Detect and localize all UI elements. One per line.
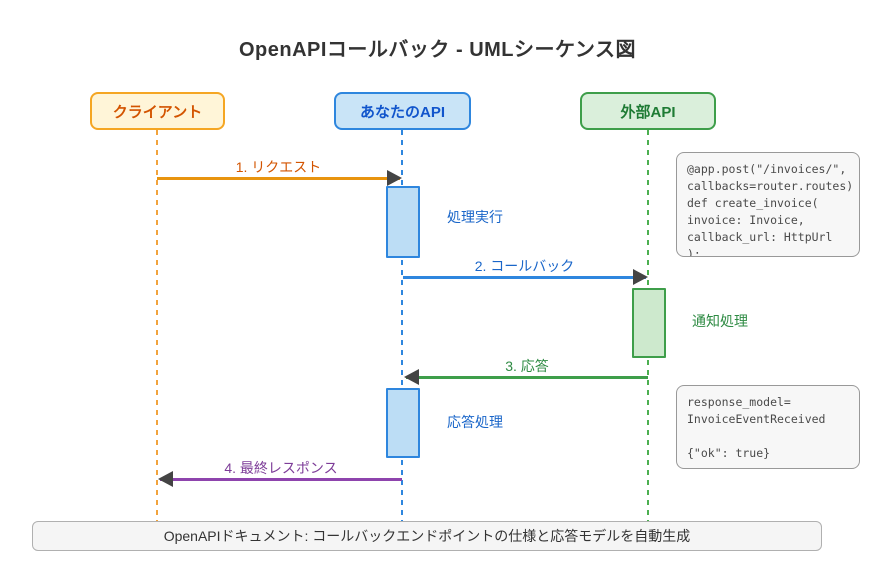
message-1-label: 1. リクエスト (235, 159, 322, 175)
message-4-label: 4. 最終レスポンス (224, 460, 338, 476)
code-line: callback_url: HttpUrl (687, 230, 833, 244)
activation-your-api-2 (386, 388, 420, 458)
diagram-title: OpenAPIコールバック - UMLシーケンス図 (238, 39, 637, 61)
code-line: {"ok": true} (687, 446, 771, 460)
lifeline-your-api (401, 130, 403, 521)
activation-your-api-1 (386, 186, 420, 258)
activation-2-label: 通知処理 (692, 313, 748, 329)
message-2-label: 2. コールバック (474, 258, 575, 274)
message-1-line (157, 177, 400, 180)
footer-note-text: OpenAPIドキュメント: コールバックエンドポイントの仕様と応答モデルを自動… (163, 528, 691, 544)
actor-your-api-label: あなたのAPI (359, 103, 445, 121)
actor-client: クライアント (90, 92, 225, 130)
actor-external-api: 外部API (580, 92, 716, 130)
code-line (687, 428, 849, 445)
activation-external-api (632, 288, 666, 358)
actor-external-api-label: 外部API (620, 103, 676, 121)
actor-client-label: クライアント (112, 103, 203, 121)
arrowhead-right-icon (387, 170, 402, 186)
lifeline-client (156, 130, 158, 521)
message-4-line (160, 478, 402, 481)
footer-note: OpenAPIドキュメント: コールバックエンドポイントの仕様と応答モデルを自動… (32, 521, 822, 551)
code-line: def create_invoice( (687, 196, 819, 210)
code-line: invoice: Invoice, (687, 213, 805, 227)
activation-1-label: 処理実行 (447, 209, 503, 225)
message-3-label: 3. 応答 (505, 358, 549, 374)
arrowhead-left-icon (404, 369, 419, 385)
code-line: response_model= (687, 395, 791, 409)
code-note-response-model: response_model= InvoiceEventReceived {"o… (676, 385, 860, 469)
message-3-line (406, 376, 648, 379)
code-line: @app.post("/invoices/", (687, 162, 847, 176)
activation-3-label: 応答処理 (447, 414, 503, 430)
code-line: callbacks=router.routes) (687, 179, 854, 193)
code-note-create-invoice: @app.post("/invoices/", callbacks=router… (676, 152, 860, 257)
message-2-line (403, 276, 646, 279)
actor-your-api: あなたのAPI (334, 92, 471, 130)
code-line: InvoiceEventReceived (687, 412, 826, 426)
code-line: ): (687, 247, 701, 257)
arrowhead-left-icon (158, 471, 173, 487)
arrowhead-right-icon (633, 269, 648, 285)
